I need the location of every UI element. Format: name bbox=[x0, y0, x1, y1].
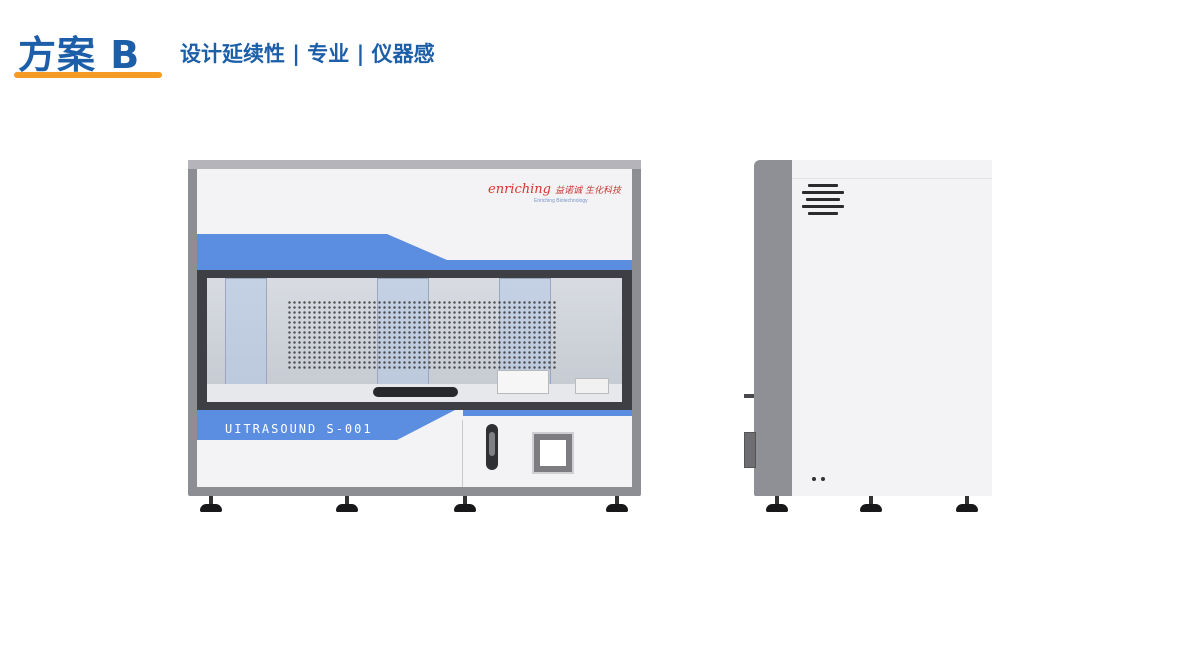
leveling-foot bbox=[956, 496, 978, 512]
side-body bbox=[792, 160, 992, 496]
leveling-foot bbox=[860, 496, 882, 512]
logo-tagline: Enriching Biotechnology bbox=[534, 198, 588, 204]
title-underline bbox=[14, 72, 162, 78]
leveling-foot bbox=[606, 496, 628, 512]
front-top-strip bbox=[188, 160, 641, 169]
door-divider bbox=[462, 420, 463, 487]
leveling-foot bbox=[454, 496, 476, 512]
side-view-render bbox=[744, 160, 992, 516]
side-knob bbox=[744, 394, 754, 398]
front-view-render: enriching 益诺诚 生化科技 Enriching Biotechnolo… bbox=[188, 160, 641, 516]
leveling-foot bbox=[766, 496, 788, 512]
model-label: UITRASOUND S-001 bbox=[225, 422, 373, 436]
leveling-foot bbox=[200, 496, 222, 512]
logo-brand-text: enriching bbox=[488, 182, 551, 197]
indicator-dots bbox=[812, 468, 832, 481]
blue-accent-band-bottom bbox=[197, 410, 632, 440]
window-handle bbox=[373, 387, 458, 397]
side-top-edge bbox=[792, 178, 992, 179]
linear-rail bbox=[225, 278, 267, 392]
sample-tray bbox=[497, 370, 549, 394]
brand-logo: enriching 益诺诚 生化科技 Enriching Biotechnolo… bbox=[488, 182, 621, 208]
logo-chinese-text: 益诺诚 生化科技 bbox=[555, 186, 621, 196]
perforated-panel bbox=[287, 300, 557, 370]
vent-icon bbox=[802, 184, 844, 224]
page-title: 方案 B bbox=[18, 33, 141, 77]
viewing-window bbox=[197, 270, 632, 410]
door-handle bbox=[486, 424, 498, 470]
blue-accent-band-top bbox=[197, 234, 632, 274]
side-port bbox=[744, 432, 756, 468]
side-back-frame bbox=[754, 160, 792, 496]
leveling-foot bbox=[336, 496, 358, 512]
page-subtitle: 设计延续性 | 专业 | 仪器感 bbox=[180, 42, 435, 66]
sample-cup bbox=[575, 378, 609, 394]
inspection-window bbox=[532, 432, 574, 474]
